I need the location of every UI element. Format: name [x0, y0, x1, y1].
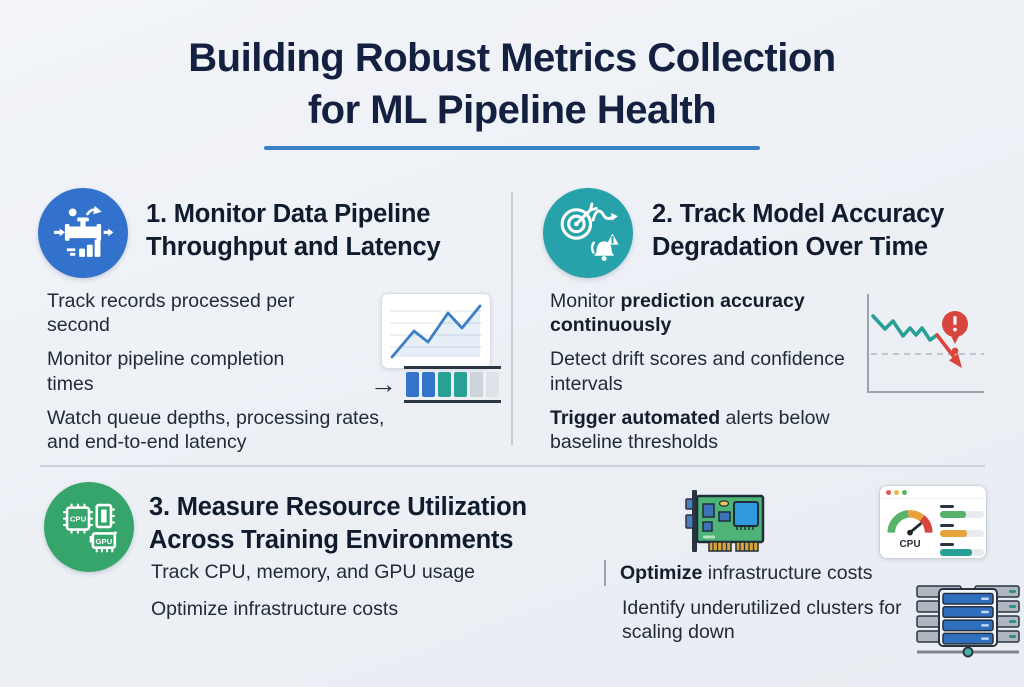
decline-chart-icon	[867, 294, 984, 393]
bullet-text: infrastructure costs	[702, 562, 873, 584]
bullet-text-bold: Trigger automated	[550, 406, 721, 429]
section1-heading: 1. Monitor Data Pipeline Throughput and …	[146, 200, 441, 262]
bullet-text-bold: prediction accuracy continuously	[550, 290, 805, 337]
bullet-records-per-second: Track records processed per second	[47, 290, 295, 337]
section3-bullets-left: Track CPU, memory, and GPU usage Optimiz…	[151, 560, 475, 631]
horizontal-section-divider	[40, 465, 985, 467]
bullet-track-cpu-memory-gpu: Track CPU, memory, and GPU usage	[151, 561, 476, 583]
window-dot-red	[886, 489, 891, 495]
page-title-line2: for ML Pipeline Health	[307, 88, 717, 132]
right-column-tick-divider	[604, 560, 606, 586]
pipeline-icon	[53, 205, 114, 257]
target-wave-bell-icon	[560, 202, 619, 262]
window-titlebar	[880, 486, 986, 499]
bullet-text: Monitor	[550, 290, 621, 312]
bullet-optimize-costs-right: Optimize infrastructure costs	[620, 561, 872, 585]
right-arrow-icon: →	[370, 369, 397, 399]
vertical-section-divider	[511, 192, 513, 445]
cpu-chip-label: CPU	[70, 515, 87, 524]
gauge-stat-list	[940, 505, 984, 558]
section3-heading: 3. Measure Resource Utilization Across T…	[149, 493, 527, 555]
accuracy-tracking-icon	[543, 188, 633, 278]
window-dot-yellow	[894, 489, 899, 495]
segment-gray-2	[486, 372, 499, 397]
segment-gray-1	[470, 372, 483, 397]
page-title: Building Robust Metrics Collection for M…	[0, 32, 1024, 136]
bullet-text: alerts below baseline thresholds	[550, 406, 830, 453]
cpu-gauge: CPU	[884, 502, 936, 558]
bullet-underutilized-clusters: Identify underutilized clusters for scal…	[622, 597, 902, 644]
gpu-chip-label: GPU	[95, 537, 112, 546]
gauge-cpu-label: CPU	[899, 539, 921, 550]
section2-heading: 2. Track Model Accuracy Degradation Over…	[652, 200, 945, 262]
resource-utilization-icon: CPU GPU	[44, 482, 134, 572]
line-chart-icon	[390, 304, 482, 359]
pipeline-throughput-icon	[38, 188, 128, 278]
section1-bullets: Track records processed per second Monit…	[47, 289, 387, 464]
section2-bullets: Monitor prediction accuracy continuously…	[550, 289, 880, 464]
bullet-optimize-costs-left: Optimize infrastructure costs	[151, 598, 399, 621]
server-rack-icon	[913, 582, 1023, 663]
bullet-automated-alerts: Trigger automated alerts below baseline …	[550, 406, 880, 454]
title-underline	[264, 146, 760, 150]
segment-blue-2	[422, 372, 435, 397]
throughput-line-chart	[381, 293, 491, 369]
bullet-drift-scores: Detect drift scores and confidence inter…	[550, 348, 845, 395]
accuracy-decline-chart	[858, 288, 988, 411]
window-dot-green	[902, 489, 907, 495]
segment-teal-2	[454, 372, 467, 397]
stat-row-orange	[940, 524, 984, 537]
cpu-gpu-chips-icon: CPU GPU	[63, 503, 117, 553]
bullet-queue-depths: Watch queue depths, processing rates, an…	[47, 406, 385, 453]
bullet-prediction-accuracy: Monitor prediction accuracy continuously	[550, 289, 875, 337]
stat-row-teal	[940, 543, 984, 556]
segment-blue-1	[406, 372, 419, 397]
cpu-gauge-window: CPU	[879, 485, 987, 559]
progress-segments-bar	[404, 366, 501, 403]
pipeline-progress-flow: →	[370, 366, 501, 403]
stat-row-green	[940, 505, 984, 518]
page-title-line1: Building Robust Metrics Collection	[188, 36, 836, 80]
gauge-icon	[887, 510, 933, 536]
segment-teal-1	[438, 372, 451, 397]
bullet-completion-times: Monitor pipeline completion times	[47, 348, 285, 395]
bullet-text-bold: Optimize	[620, 562, 703, 584]
gpu-card-icon	[682, 486, 772, 565]
